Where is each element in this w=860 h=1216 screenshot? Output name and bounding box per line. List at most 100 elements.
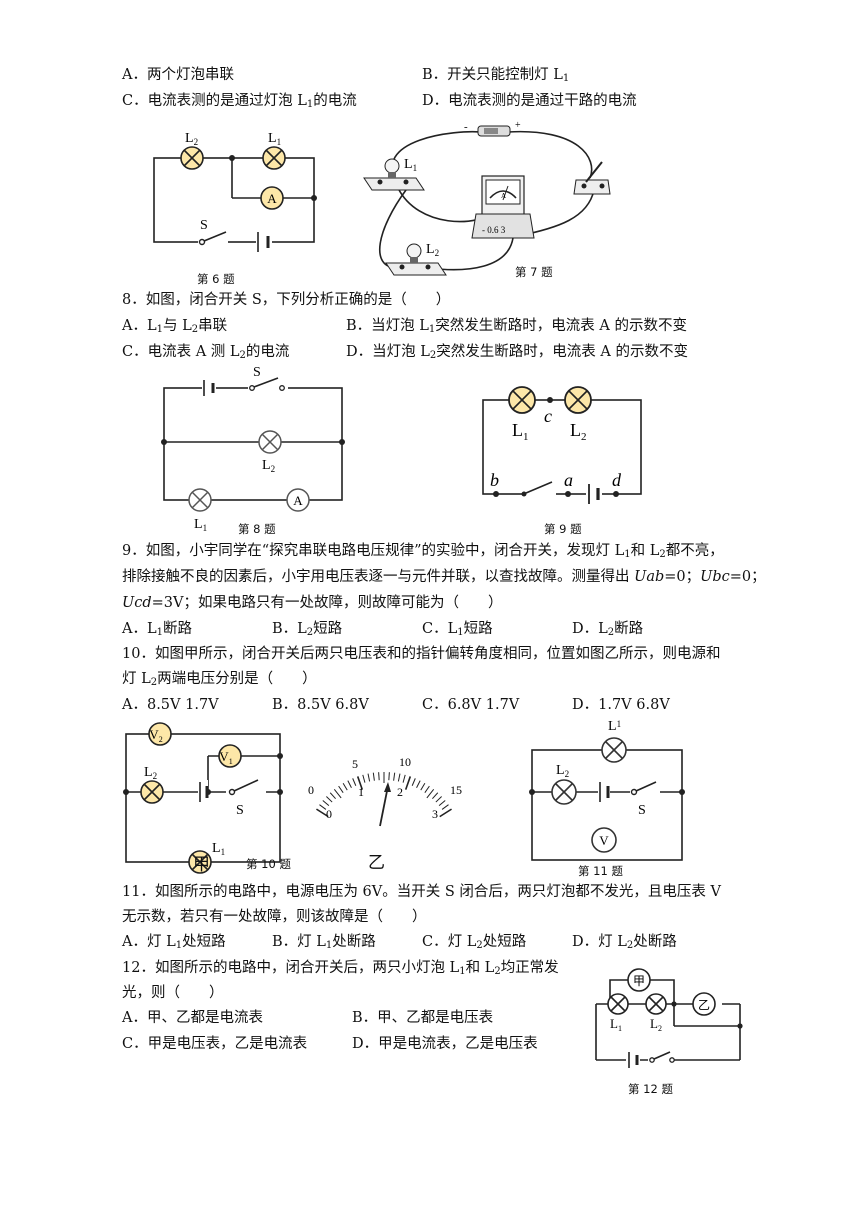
dial-bottom-label: 2 <box>397 785 403 799</box>
fig8-ammeter: A <box>286 488 310 512</box>
q7-option-c: C．电流表测的是通过灯泡 L1的电流 <box>122 93 357 110</box>
fig9-point-c: c <box>544 406 552 426</box>
figure-11-circuit: L1 L2 S V <box>529 719 685 861</box>
fig6-junction <box>229 155 235 161</box>
dial-tick <box>322 800 330 807</box>
q7-option-b: B．开关只能控制灯 L1 <box>422 67 570 84</box>
dial-tick <box>404 776 412 790</box>
q8-option-d: D．当灯泡 L2突然发生断路时，电流表 A 的示数不变 <box>346 344 688 361</box>
fig8-main-loop <box>163 387 343 501</box>
dial-tick <box>388 772 390 781</box>
fig6-lamp-l2 <box>180 146 204 170</box>
dial-top-label: 5 <box>352 757 358 771</box>
svg-text:A: A <box>267 191 277 206</box>
fig11-label-l1: L1 <box>608 719 621 734</box>
fig6-switch <box>198 231 228 248</box>
svg-text:V1: V1 <box>219 749 232 766</box>
fig9-point-a: a <box>564 470 573 490</box>
dial-needle <box>379 785 389 827</box>
q8-option-c: C．电流表 A 测 L2的电流 <box>122 344 290 361</box>
dial-tick <box>362 774 366 783</box>
fig8-switch <box>248 377 288 392</box>
dial-tick <box>432 792 439 800</box>
fig10-label-s: S <box>236 803 244 818</box>
q7-option-a: A．两个灯泡串联 <box>122 67 234 83</box>
fig8-junction <box>161 439 167 445</box>
fig10-label-jia: 甲 <box>193 855 210 875</box>
dial-tick <box>329 792 336 800</box>
svg-text:A: A <box>293 493 303 508</box>
dial-tick <box>441 804 449 810</box>
dial-top-label: 10 <box>399 755 411 769</box>
dial-tick <box>352 778 357 786</box>
q11-line-2: 无示数，若只有一处故障，则该故障是（ ） <box>122 909 427 925</box>
fig10-voltmeter-v2: V2 <box>148 722 172 746</box>
dial-tick <box>393 772 396 781</box>
fig10-lamp-l2 <box>140 780 164 804</box>
dial-tick <box>439 808 452 818</box>
fig9-label-l2: L2 <box>570 420 587 443</box>
fig11-switch <box>630 781 660 798</box>
svg-text:-: - <box>464 121 468 133</box>
dial-tick <box>397 773 401 782</box>
q8-option-a: A．L1与 L2串联 <box>122 318 228 335</box>
q12-option-a: A．甲、乙都是电流表 <box>122 1010 263 1026</box>
fig9-point-b: b <box>490 470 499 490</box>
dial-bottom-label: 0 <box>326 807 332 821</box>
q9-option-d: D．L2断路 <box>572 621 644 638</box>
q9-option-a: A．L1断路 <box>122 621 192 638</box>
figure-12-circuit: 甲 L1 L2 乙 <box>595 968 743 1070</box>
fig9-point-d: d <box>612 470 622 490</box>
dial-tick <box>342 782 348 791</box>
fig10-switch <box>226 779 266 798</box>
dial-tick <box>347 780 352 789</box>
fig7-lamp-l2 <box>385 243 447 276</box>
fig6-label-s: S <box>200 218 208 233</box>
fig8-label-l1: L1 <box>194 517 207 533</box>
figure-8-circuit: S L2 L1 A <box>161 365 345 533</box>
fig8-label-l2: L2 <box>262 458 275 474</box>
fig8-lamp-l1 <box>188 488 212 512</box>
q10-line-2: 灯 L2两端电压分别是（ ） <box>122 671 317 688</box>
dial-tick <box>438 800 446 807</box>
dial-tick <box>402 774 406 783</box>
fig11-voltmeter: V <box>591 827 617 853</box>
dial-tick <box>367 773 371 782</box>
fig11-battery <box>598 780 610 804</box>
figure-11-caption: 第 11 题 <box>578 864 623 878</box>
fig12-switch <box>648 1051 675 1064</box>
figure-6-caption: 第 6 题 <box>197 272 235 286</box>
fig9-battery <box>586 482 602 508</box>
fig10-label-l2: L2 <box>144 765 157 781</box>
q9-option-b: B．L2短路 <box>272 621 343 638</box>
q9-option-c: C．L1短路 <box>422 621 493 638</box>
fig12-label-l2: L2 <box>650 1016 662 1033</box>
q12-line-2: 光，则（ ） <box>122 985 224 1001</box>
fig6-main-loop <box>153 157 315 243</box>
fig10-lamp-l1 <box>188 850 212 874</box>
dial-tick <box>378 772 380 781</box>
fig6-label-l1: L1 <box>268 131 281 147</box>
fig9-switch <box>521 481 556 500</box>
q10-option-c: C．6.8V 1.7V <box>422 697 520 713</box>
figure-10-jia-circuit: V2 V1 L2 S L1 <box>123 722 283 874</box>
dial-tick <box>319 804 327 810</box>
q9-line-2: 排除接触不良的因素后，小宇用电压表逐一与元件并联，以查找故障。测量得出 Uab=… <box>122 569 766 585</box>
dial-scale-ticks <box>316 772 452 818</box>
figure-9-circuit: L1 L2 c b a d <box>482 386 642 508</box>
fig10-voltmeter-v1: V1 <box>218 744 242 768</box>
q10-option-b: B．8.5V 6.8V <box>272 697 369 713</box>
svg-text:V2: V2 <box>149 727 162 744</box>
fig7-label-l2: L2 <box>426 242 439 258</box>
figure-9-caption: 第 9 题 <box>544 522 582 536</box>
fig10-label-l1: L1 <box>212 841 225 857</box>
q10-option-d: D．1.7V 6.8V <box>572 697 670 713</box>
fig12-battery <box>626 1050 640 1070</box>
dial-tick <box>326 796 333 803</box>
q8-option-b: B．当灯泡 L1突然发生断路时，电流表 A 的示数不变 <box>346 318 687 335</box>
fig12-meter-yi: 乙 <box>692 992 716 1016</box>
dial-tick <box>420 782 426 791</box>
q9-line-3: Ucd=3V；如果电路只有一处故障，则故障可能为（ ） <box>122 595 503 611</box>
q7-option-d: D．电流表测的是通过干路的电流 <box>422 93 637 109</box>
dial-tick <box>356 776 364 790</box>
